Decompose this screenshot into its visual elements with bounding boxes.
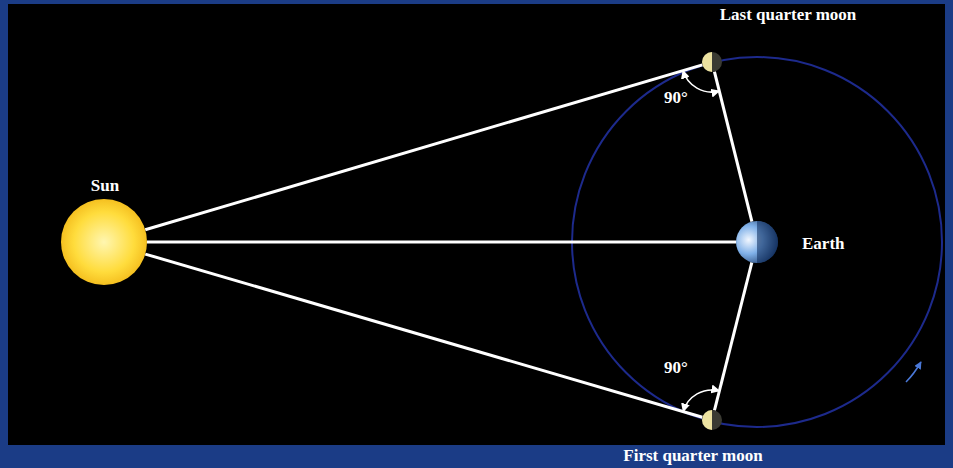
sight-line [147, 241, 736, 244]
sight-line [145, 254, 702, 417]
node-label: Last quarter moon [720, 6, 857, 25]
orbit-direction-arrow [906, 362, 921, 382]
space-background [8, 4, 945, 445]
sun-body: Sun [61, 199, 147, 285]
earth-shape [736, 221, 778, 263]
angle-label: 90° [664, 359, 688, 378]
moon-body: Last quarter moon [702, 52, 722, 72]
sight-line [714, 72, 751, 222]
moon-body: First quarter moon [702, 410, 722, 430]
moon-shape [702, 410, 722, 430]
moon-shape [702, 52, 722, 72]
node-label: First quarter moon [623, 447, 762, 466]
node-label: Sun [91, 177, 119, 196]
angle-label: 90° [664, 89, 688, 108]
sight-line [714, 262, 751, 410]
sun-shape [61, 199, 147, 285]
sight-line [145, 65, 702, 230]
node-label: Earth [802, 235, 845, 254]
earth-body: Earth [736, 221, 778, 263]
